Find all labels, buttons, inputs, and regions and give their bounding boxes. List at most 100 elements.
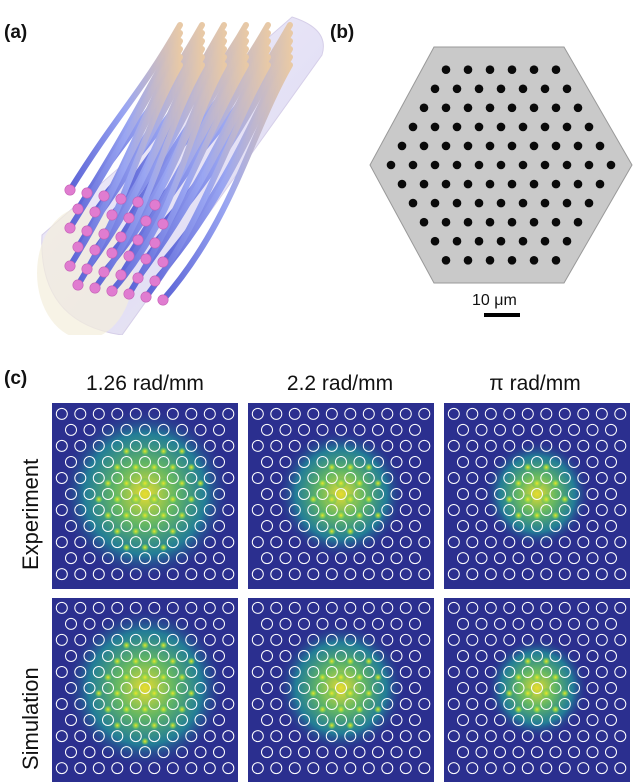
lattice-circle <box>614 568 627 581</box>
lattice-circle <box>390 552 403 565</box>
lattice-circle <box>316 520 329 532</box>
lattice-circle <box>176 746 188 759</box>
air-hole <box>386 160 396 170</box>
lattice-circle <box>102 714 114 726</box>
lattice-circle <box>531 520 543 532</box>
lattice-circle <box>372 423 384 436</box>
lattice-circle <box>251 633 264 646</box>
lattice-circle <box>316 488 329 500</box>
mode-spot <box>149 720 159 731</box>
lattice-circle <box>344 633 357 646</box>
lattice-circle <box>83 682 96 694</box>
lattice-circle <box>605 682 617 694</box>
lattice-circle <box>194 650 207 662</box>
mode-spot <box>103 704 113 714</box>
mode-spot <box>540 493 552 505</box>
lattice-circle <box>222 601 235 614</box>
lattice-circle <box>457 617 469 630</box>
lattice-circle <box>362 472 375 484</box>
lattice-circle <box>316 714 329 726</box>
lattice-circle <box>203 666 216 678</box>
lattice-circle <box>316 456 329 468</box>
lattice-circle <box>466 762 479 775</box>
lattice-circle <box>595 762 608 775</box>
lattice-circle <box>55 407 68 420</box>
row-label-experiment: Experiment <box>18 458 43 570</box>
fiber-strand <box>67 54 183 269</box>
mode-spot <box>131 720 141 731</box>
air-hole <box>595 141 605 151</box>
lattice-circle <box>418 407 431 420</box>
column-title-2: 2.2 rad/mm <box>286 372 394 395</box>
core-endface <box>106 247 118 259</box>
lattice-circle <box>586 650 599 662</box>
lattice-circle <box>457 682 469 694</box>
lattice-circle <box>111 536 124 549</box>
lattice-circle <box>344 730 357 743</box>
mode-spot <box>94 494 104 504</box>
mode-spot <box>373 478 383 488</box>
mode-spot <box>522 493 534 505</box>
air-hole <box>551 141 561 151</box>
air-hole <box>474 84 484 94</box>
mode-spot <box>139 477 151 489</box>
lattice-circle <box>55 439 68 452</box>
lattice-circle <box>111 762 124 775</box>
lattice-circle <box>390 617 403 630</box>
lattice-circle <box>111 568 124 581</box>
lattice-circle <box>418 666 431 678</box>
lattice-circle <box>512 520 525 532</box>
lattice-circle <box>194 746 207 759</box>
lattice-circle <box>512 488 525 500</box>
lattice-circle <box>595 601 608 614</box>
lattice-circle <box>577 504 590 516</box>
lattice-circle <box>353 617 366 630</box>
lattice-circle <box>270 568 283 581</box>
air-hole <box>507 179 517 189</box>
lattice-circle <box>111 472 124 484</box>
core-endface <box>132 234 144 246</box>
mode-spot <box>94 688 104 698</box>
lattice-circle <box>74 407 87 420</box>
lattice-circle <box>457 423 469 436</box>
lattice-circle <box>353 520 366 532</box>
lattice-circle <box>614 762 627 775</box>
lattice-circle <box>270 504 283 516</box>
lattice-circle <box>166 472 179 484</box>
lattice-circle <box>344 666 357 678</box>
lattice-circle <box>222 762 235 775</box>
lattice-circle <box>418 633 431 646</box>
mode-spot <box>531 671 543 683</box>
lattice-circle <box>475 520 488 532</box>
mode-glow <box>58 407 232 581</box>
lattice-circle <box>381 698 394 710</box>
lattice-circle <box>372 746 384 759</box>
lattice-circle <box>176 714 188 726</box>
lattice-circle <box>129 439 142 452</box>
mode-spot <box>550 672 561 683</box>
lattice-circle <box>298 423 310 436</box>
lattice-circle <box>288 666 301 678</box>
lattice-circle <box>55 568 68 581</box>
mode-spot <box>513 510 524 520</box>
lattice-circle <box>157 650 170 662</box>
lattice-circle <box>222 504 235 516</box>
lattice-circle <box>185 407 198 420</box>
lattice-circle <box>503 472 516 484</box>
core-endface <box>98 266 110 278</box>
lattice-circle <box>605 552 617 565</box>
lattice-circle <box>203 504 216 516</box>
lattice-circle <box>362 504 375 516</box>
air-hole <box>441 179 451 189</box>
lattice-circle <box>65 714 77 726</box>
lattice-circle <box>92 568 105 581</box>
lattice-circle <box>213 456 225 468</box>
lattice-circle <box>213 650 225 662</box>
lattice-circle <box>409 682 421 694</box>
lattice-circle <box>261 682 273 694</box>
lattice-circle <box>457 488 469 500</box>
lattice-circle <box>512 617 525 630</box>
lattice-circle <box>261 423 273 436</box>
mode-spot <box>364 494 374 505</box>
lattice-circle <box>148 472 161 484</box>
